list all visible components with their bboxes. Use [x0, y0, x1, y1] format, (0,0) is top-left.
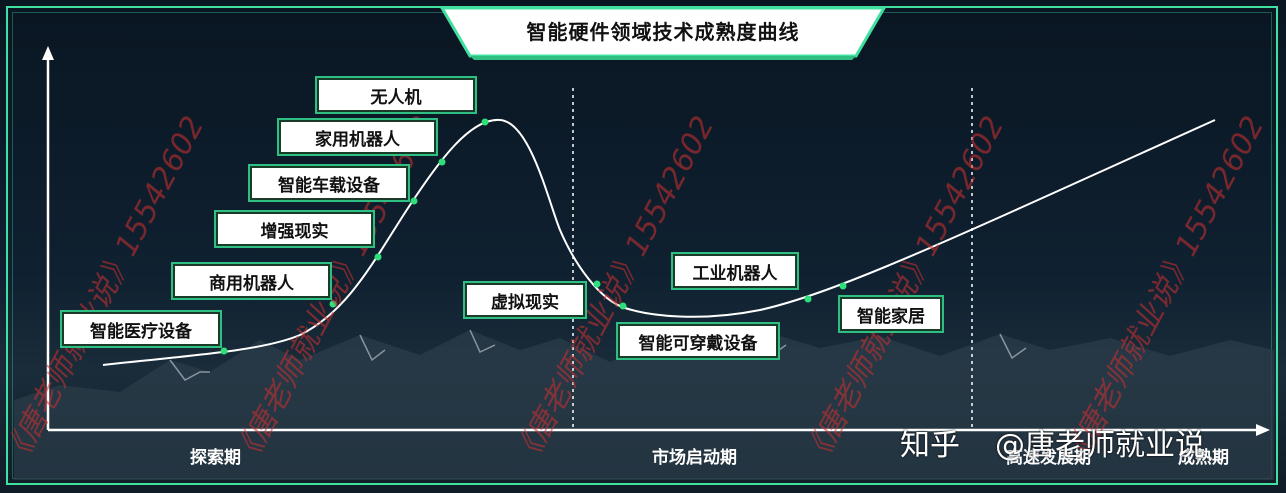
label-vehicle: 智能车载设备	[250, 166, 408, 200]
label-drone: 无人机	[317, 78, 475, 112]
marker-drone	[482, 119, 489, 126]
marker-smart-medical	[221, 348, 228, 355]
label-ar: 增强现实	[216, 212, 373, 246]
y-axis-arrow	[42, 46, 54, 60]
phase-market-launch: 市场启动期	[652, 443, 737, 468]
label-commercial-robot: 商用机器人	[173, 264, 330, 298]
watermark-author: @唐老师就业说	[995, 420, 1205, 464]
marker-industrial-robot	[805, 296, 812, 303]
diagram-title: 智能硬件领域技术成熟度曲线	[440, 16, 886, 45]
marker-smart-home	[840, 283, 847, 290]
phase-exploration: 探索期	[190, 443, 241, 468]
title-banner-accent	[470, 56, 856, 60]
label-industrial-robot: 工业机器人	[673, 254, 797, 288]
label-wearable: 智能可穿戴设备	[618, 324, 778, 358]
label-vr: 虚拟现实	[465, 283, 585, 317]
marker-ar	[375, 254, 382, 261]
watermark-platform: 知乎	[900, 420, 960, 464]
label-smart-home: 智能家居	[840, 297, 942, 331]
label-home-robot: 家用机器人	[279, 120, 436, 154]
marker-home-robot	[439, 159, 446, 166]
marker-vehicle	[411, 198, 418, 205]
label-smart-medical: 智能医疗设备	[62, 312, 220, 346]
